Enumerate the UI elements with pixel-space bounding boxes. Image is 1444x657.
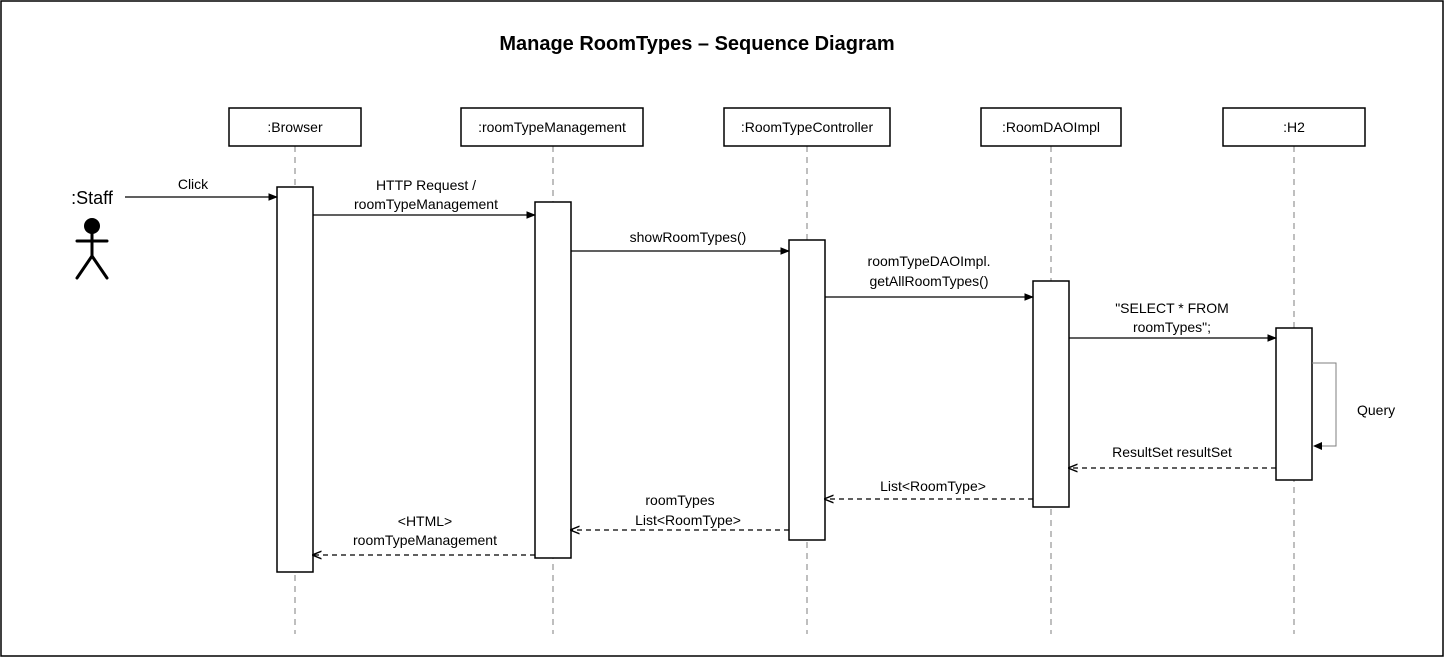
message-label: List<RoomType>: [880, 478, 986, 494]
message-select-query: "SELECT * FROM roomTypes";: [1069, 300, 1277, 342]
message-label: getAllRoomTypes(): [869, 273, 988, 289]
message-label: roomTypeManagement: [354, 196, 498, 212]
activation-room-type-controller: [788, 239, 826, 541]
message-http-request: HTTP Request / roomTypeManagement: [313, 177, 536, 219]
message-label: roomTypeDAOImpl.: [868, 253, 991, 269]
participant-room-type-management: :roomTypeManagement: [460, 107, 644, 147]
message-label: List<RoomType>: [635, 512, 741, 528]
message-label: roomTypeManagement: [353, 532, 497, 548]
message-label: ResultSet resultSet: [1112, 444, 1232, 460]
message-query-self: Query: [1312, 362, 1395, 450]
message-label: showRoomTypes(): [630, 229, 747, 245]
stick-figure-icon: [75, 218, 109, 280]
message-label: Click: [178, 176, 209, 192]
participant-label: :Browser: [267, 119, 323, 135]
message-label: roomTypes: [645, 492, 714, 508]
participant-room-dao-impl: :RoomDAOImpl: [980, 107, 1122, 147]
participant-label: :RoomDAOImpl: [1002, 119, 1100, 135]
participant-browser: :Browser: [228, 107, 362, 147]
actor-staff: :Staff: [71, 188, 114, 280]
activation-room-type-management: [534, 201, 572, 559]
participant-label: :roomTypeManagement: [478, 119, 626, 135]
message-html-return: <HTML> roomTypeManagement: [313, 513, 535, 555]
message-result-set-return: ResultSet resultSet: [1069, 444, 1276, 468]
message-list-room-type-return: List<RoomType>: [825, 478, 1033, 499]
message-room-types-return: roomTypes List<RoomType>: [571, 492, 789, 530]
message-label: roomTypes";: [1133, 319, 1211, 335]
participant-room-type-controller: :RoomTypeController: [723, 107, 891, 147]
message-click: Click: [125, 176, 278, 201]
message-label: Query: [1357, 402, 1395, 418]
activation-browser: [276, 186, 314, 573]
message-label: "SELECT * FROM: [1115, 300, 1229, 316]
activation-room-dao-impl: [1032, 280, 1070, 508]
participant-label: :H2: [1283, 119, 1305, 135]
message-show-room-types: showRoomTypes(): [571, 229, 790, 255]
participant-label: :RoomTypeController: [741, 119, 874, 135]
message-label: HTTP Request /: [376, 177, 476, 193]
message-label: <HTML>: [398, 513, 452, 529]
participant-h2: :H2: [1222, 107, 1366, 147]
diagram-title: Manage RoomTypes – Sequence Diagram: [499, 33, 894, 55]
actor-name: :Staff: [71, 188, 114, 208]
activation-h2: [1275, 327, 1313, 481]
message-get-all-room-types: roomTypeDAOImpl. getAllRoomTypes(): [825, 253, 1034, 301]
